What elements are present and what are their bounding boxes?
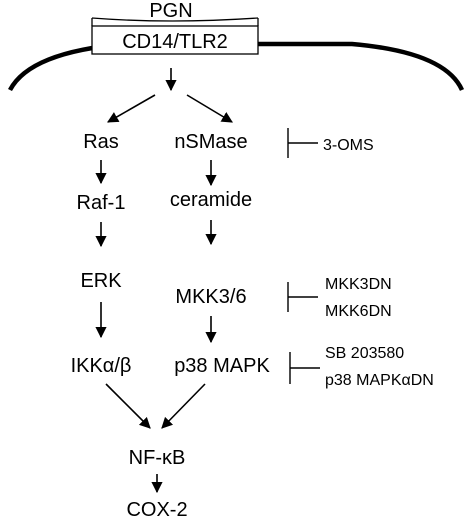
node-raf1: Raf-1 (77, 192, 126, 214)
node-ceramide: ceramide (170, 189, 252, 211)
receptor-box (91, 25, 259, 55)
inhibitor-mkk3dn: MKK3DN (325, 276, 392, 293)
receptor-box-top (91, 17, 259, 22)
node-pgn: PGN (149, 0, 192, 22)
inhibitor-p38-mapk-alpha-dn: p38 MAPKαDN (325, 372, 434, 389)
node-cox2: COX-2 (126, 499, 187, 521)
inhibition-bar-p38 (289, 352, 320, 384)
inhibitor-3-oms: 3-OMS (323, 137, 374, 154)
arrow-p38-to-nfkb (161, 383, 206, 429)
node-ikk: IKKα/β (71, 355, 132, 377)
inhibition-bar-mkk36 (287, 282, 318, 312)
inhibition-bars-layer (287, 128, 320, 384)
node-p38: p38 MAPK (174, 355, 270, 377)
arrow-ikk-to-nfkb (105, 383, 151, 429)
node-nfkb: NF-κB (129, 447, 186, 469)
arrow-split-to-nsmase (186, 94, 233, 123)
inhibition-bar-nsmase (287, 128, 318, 158)
inhibitor-mkk6dn: MKK6DN (325, 303, 392, 320)
node-ras: Ras (83, 131, 119, 153)
node-receptor: CD14/TLR2 (122, 31, 228, 53)
arrow-split-to-ras (107, 94, 156, 123)
node-mkk36: MKK3/6 (175, 286, 246, 308)
edges-layer (95, 68, 233, 494)
inhibitor-sb203580: SB 203580 (325, 345, 404, 362)
node-erk: ERK (80, 270, 122, 292)
node-nsmase: nSMase (174, 131, 247, 153)
